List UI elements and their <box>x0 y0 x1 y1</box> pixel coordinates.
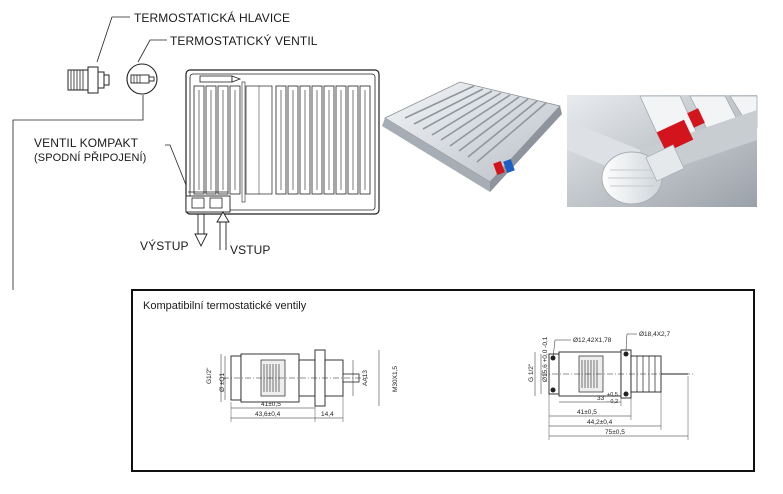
radiator-front-drawing <box>185 69 380 215</box>
d1-dim-14-4: 14,4 <box>321 411 334 418</box>
valve-closeup-photo <box>567 95 758 207</box>
thermostatic-head-drawing <box>67 66 110 94</box>
thermostatic-valve-drawing <box>126 63 158 95</box>
radiator-schematic <box>12 16 758 290</box>
d2-dim-33-tol-dn: - 0,2 <box>607 399 618 405</box>
label-bottom-connection: (SPODNÍ PŘIPOJENÍ) <box>34 152 147 164</box>
d2-dim-75: 75±0,5 <box>605 429 625 436</box>
label-outlet: VÝSTUP <box>140 239 189 253</box>
d2-thread-label: G 1/2" <box>528 363 535 382</box>
d1-dia-label: Ø ±Q1 <box>219 373 226 392</box>
leader-valve <box>137 39 167 63</box>
d1-thread-label: G1/2" <box>206 367 213 384</box>
d1-dim-43-6: 43,6±0,4 <box>255 411 281 418</box>
inlet-arrow <box>216 211 230 250</box>
label-thermostatic-head: TERMOSTATICKÁ HLAVICE <box>134 11 291 25</box>
d1-dim-41: 41±0,5 <box>261 401 281 408</box>
compatible-valves-box: Kompatibilní termostatické ventily G1/2"… <box>131 289 755 472</box>
outlet-arrow <box>194 214 208 248</box>
compat-box-title: Kompatibilní termostatické ventily <box>143 300 307 312</box>
d1-m30-label: M30X1,5 <box>392 366 399 392</box>
leader-to-box <box>12 95 144 290</box>
d2-dim-33: 33 <box>597 395 605 402</box>
valve-drawing-1: G1/2" Ø ±Q1 AA13 M30X1,5 41±0,5 43,6±0,4… <box>206 349 399 422</box>
leader-compact <box>165 144 191 196</box>
d2-oring1-label: Ø12,42X1,78 <box>573 337 612 344</box>
d2-dim-33-tol-up: +0,5 <box>607 392 618 398</box>
label-thermostatic-valve: TERMOSTATICKÝ VENTIL <box>170 34 318 48</box>
valve-drawing-2: Ø12,42X1,78 Ø18,4X2,7 G 1/2" Ø15,6 +0,0 … <box>528 331 693 440</box>
d1-aa13-label: AA13 <box>362 370 369 386</box>
d2-oring2-label: Ø18,4X2,7 <box>639 331 670 338</box>
label-inlet: VSTUP <box>230 243 271 257</box>
d2-dim-41: 41±0,5 <box>577 409 597 416</box>
d2-dia-label: Ø15,6 +0,0 -0,1 <box>542 336 549 382</box>
radiator-photo <box>382 81 562 192</box>
label-valve-compact: VENTIL KOMPAKT <box>34 136 139 150</box>
leader-head <box>96 16 130 63</box>
d2-dim-44-2: 44,2±0,4 <box>587 419 613 426</box>
